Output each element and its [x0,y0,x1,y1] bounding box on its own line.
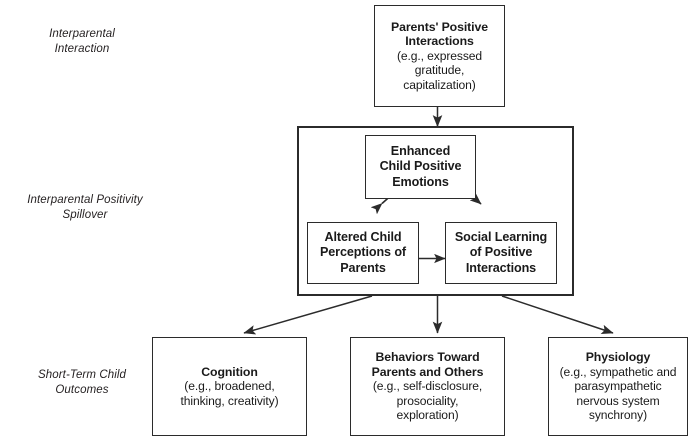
node-detail: (e.g., sympathetic and parasympathetic n… [559,364,677,423]
node-title: Altered Child Perceptions of Parents [319,230,407,275]
node-detail: (e.g., expressed gratitude, capitalizati… [396,48,483,92]
edge-spillover-cognition [243,295,373,335]
tier-label-interparental-interaction: Interparental Interaction [49,28,115,55]
tier-label-interparental-positivity-spillover: Interparental Positivity Spillover [27,194,143,221]
node-title: Enhanced Child Positive Emotions [379,144,462,189]
node-title: Physiology [585,350,651,365]
node-behaviors[interactable]: Behaviors Toward Parents and Others (e.g… [350,337,505,436]
node-title: Social Learning of Positive Interactions [454,230,548,275]
node-parents-positive-interactions[interactable]: Parents' Positive Interactions (e.g., ex… [374,5,505,107]
node-detail: (e.g., broadened, thinking, creativity) [180,379,279,408]
node-altered-child-perceptions[interactable]: Altered Child Perceptions of Parents [307,222,419,284]
node-title: Behaviors Toward Parents and Others [371,350,484,379]
edge-spillover-physiology [501,295,614,334]
node-title: Cognition [201,364,258,379]
node-social-learning[interactable]: Social Learning of Positive Interactions [445,222,557,284]
node-enhanced-child-positive-emotions[interactable]: Enhanced Child Positive Emotions [365,135,476,199]
node-cognition[interactable]: Cognition (e.g., broadened, thinking, cr… [152,337,307,436]
node-title: Parents' Positive Interactions [391,19,488,49]
node-physiology[interactable]: Physiology (e.g., sympathetic and parasy… [548,337,688,436]
tier-label-short-term-child-outcomes: Short-Term Child Outcomes [37,369,127,396]
node-detail: (e.g., self-disclosure, prosociality, ex… [372,379,483,423]
